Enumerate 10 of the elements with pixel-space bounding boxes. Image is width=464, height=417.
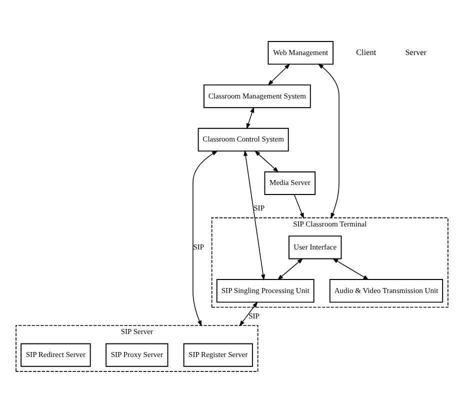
arrow	[332, 258, 370, 280]
arrow	[268, 63, 290, 85]
arrow	[277, 258, 304, 280]
arrow	[294, 194, 304, 218]
arrow	[239, 301, 258, 326]
arrow	[246, 106, 254, 129]
arrow	[192, 150, 218, 326]
arrow	[244, 150, 266, 280]
arrow	[318, 63, 340, 218]
arrow	[254, 150, 279, 172]
